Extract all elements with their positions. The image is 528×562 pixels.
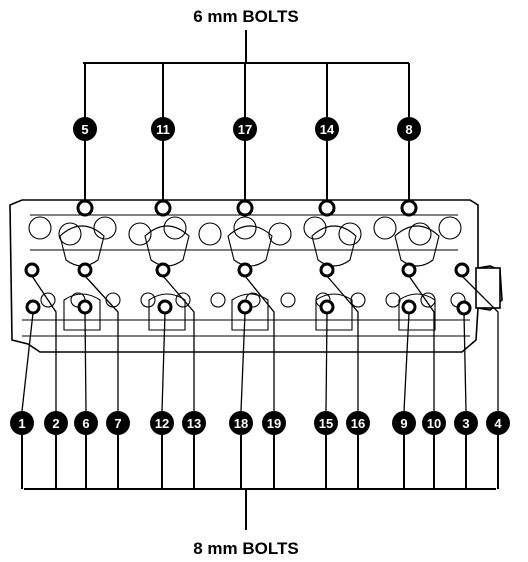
callout-circle-8mm xyxy=(422,411,446,435)
label-6mm-bolts: 6 mm BOLTS xyxy=(193,7,298,26)
bolt-number-8mm: 16 xyxy=(351,416,365,431)
head-bolt-8mm xyxy=(155,262,171,278)
callout-circle-8mm xyxy=(182,411,206,435)
head-bolt-8mm xyxy=(157,299,173,315)
bolt-number-8mm: 4 xyxy=(494,416,502,431)
callout-circle-8mm xyxy=(346,411,370,435)
callout-circle-8mm xyxy=(392,411,416,435)
head-bolt-6mm xyxy=(318,199,336,217)
callout-circle-6mm xyxy=(73,117,97,141)
bolt-number-6mm: 11 xyxy=(156,122,170,137)
bolt-number-8mm: 15 xyxy=(319,416,333,431)
head-bolt-8mm xyxy=(237,299,253,315)
bolt-number-8mm: 18 xyxy=(234,416,248,431)
bolt-number-8mm: 7 xyxy=(114,416,121,431)
callout-circle-8mm xyxy=(314,411,338,435)
bolt-number-6mm: 14 xyxy=(320,122,335,137)
bolt-number-8mm: 19 xyxy=(267,416,281,431)
head-bolt-8mm xyxy=(456,300,472,316)
connector-lines-8mm xyxy=(21,275,499,530)
callout-circle-8mm xyxy=(106,411,130,435)
head-bolt-8mm xyxy=(77,262,93,278)
head-bolt-8mm xyxy=(24,262,40,278)
head-bolt-8mm xyxy=(77,299,93,315)
head-bolt-6mm xyxy=(400,199,418,217)
bolt-number-8mm: 6 xyxy=(82,416,89,431)
head-bolt-8mm xyxy=(237,262,253,278)
bolt-number-8mm: 12 xyxy=(155,416,169,431)
callout-circle-8mm xyxy=(44,411,68,435)
head-bolt-6mm xyxy=(76,199,94,217)
bolt-number-6mm: 17 xyxy=(238,122,252,137)
bolt-number-8mm: 2 xyxy=(52,416,59,431)
label-8mm-bolts: 8 mm BOLTS xyxy=(193,539,298,558)
head-bolt-8mm xyxy=(319,299,335,315)
callout-circle-8mm xyxy=(229,411,253,435)
callout-circle-8mm xyxy=(10,411,34,435)
bolt-number-8mm: 1 xyxy=(18,416,25,431)
bolt-number-6mm: 8 xyxy=(405,122,412,137)
callout-circle-6mm xyxy=(233,117,257,141)
callouts-6mm: 5 11 17 14 8 xyxy=(73,117,421,141)
callout-circle-6mm xyxy=(151,117,175,141)
head-bolt-8mm xyxy=(25,299,41,315)
bolt-number-8mm: 9 xyxy=(400,416,407,431)
callout-circle-8mm xyxy=(74,411,98,435)
callout-circle-8mm xyxy=(262,411,286,435)
callout-circle-8mm xyxy=(454,411,478,435)
head-bolt-6mm xyxy=(236,199,254,217)
head-bolt-6mm xyxy=(154,199,172,217)
head-bolt-8mm xyxy=(401,299,417,315)
head-bolt-8mm xyxy=(454,262,470,278)
cylinder-head-drawing xyxy=(9,199,503,353)
head-bolt-8mm xyxy=(401,262,417,278)
head-bolt-positions xyxy=(24,199,472,316)
callout-circle-8mm xyxy=(486,411,510,435)
callout-circle-6mm xyxy=(315,117,339,141)
bolt-number-6mm: 5 xyxy=(81,122,88,137)
bolt-number-8mm: 13 xyxy=(187,416,201,431)
head-bolt-8mm xyxy=(319,262,335,278)
callout-circle-8mm xyxy=(150,411,174,435)
bolt-number-8mm: 10 xyxy=(427,416,441,431)
callout-circle-6mm xyxy=(397,117,421,141)
bolt-number-8mm: 3 xyxy=(462,416,469,431)
